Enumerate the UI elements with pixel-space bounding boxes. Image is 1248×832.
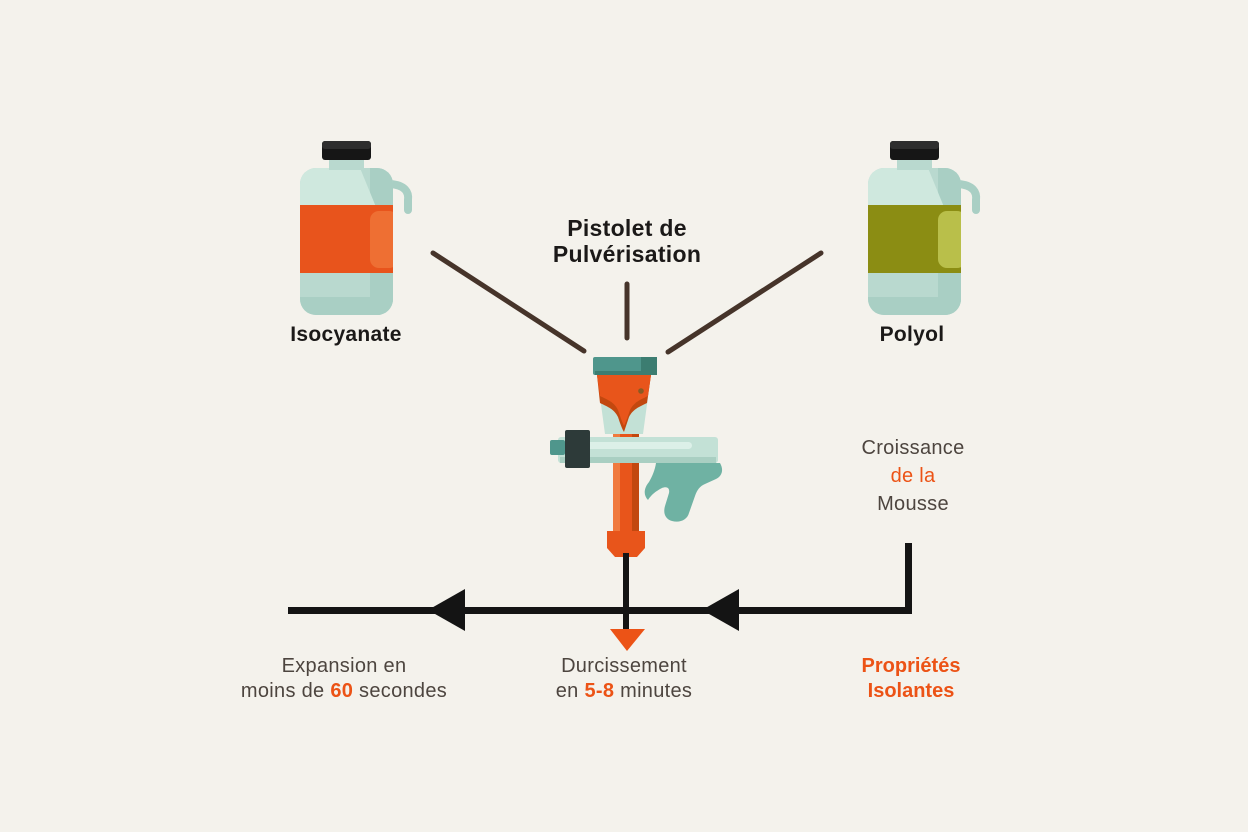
bottle-handle	[954, 180, 981, 214]
curing-value: 5-8	[584, 680, 615, 702]
gun-rod-shade	[632, 434, 639, 534]
gun-cap-shade	[641, 357, 657, 375]
bottle-bottom-shade	[868, 297, 961, 315]
connector-line-left	[430, 250, 587, 354]
insulation-line2: Isolantes	[867, 680, 955, 702]
gun-hopper-dot	[638, 388, 644, 394]
expansion-label: Expansion en moins de 60 secondes	[192, 654, 496, 704]
polyol-label: Polyol	[879, 323, 945, 346]
polyol-label-panel	[938, 211, 961, 268]
foam-growth-line3: Mousse	[877, 493, 949, 515]
curing-suffix: minutes	[614, 680, 693, 702]
curing-label: Durcissement en 5-8 minutes	[474, 654, 774, 704]
timeline-main-line	[288, 607, 912, 614]
foam-growth-elbow-line	[905, 543, 912, 614]
expansion-value: 60	[330, 680, 354, 702]
spray-gun-icon	[550, 357, 723, 557]
bottle-cap-gloss	[322, 141, 371, 149]
timeline-arrowhead-mid	[702, 589, 739, 631]
polyol-bottle-icon	[868, 141, 981, 315]
isocyanate-label-panel	[370, 211, 393, 268]
bottle-highlight	[868, 168, 944, 207]
foam-growth-line1: Croissance	[861, 437, 965, 459]
expansion-suffix: secondes	[353, 680, 448, 702]
bottle-highlight	[300, 168, 376, 207]
gun-barrel-shade	[560, 457, 716, 463]
isocyanate-label: Isocyanate	[290, 323, 402, 346]
gun-grip	[644, 463, 723, 522]
bottle-bottom-shade	[300, 297, 393, 315]
curing-prefix: en	[555, 680, 585, 702]
gun-title-line1: Pistolet de	[567, 215, 687, 241]
gun-nozzle	[565, 430, 590, 468]
foam-growth-line2: de la	[890, 465, 936, 487]
gun-title-line2: Pulvérisation	[552, 241, 702, 267]
curing-line1: Durcissement	[561, 655, 687, 677]
gun-rod-tip	[607, 531, 645, 557]
insulation-label: Propriétés Isolantes	[811, 654, 1011, 704]
bottle-cap-gloss	[890, 141, 939, 149]
gun-cap-edge	[595, 371, 655, 375]
connector-lines	[430, 250, 824, 355]
gun-hopper	[597, 375, 651, 426]
foam-growth-label: Croissance de la Mousse	[813, 434, 1013, 518]
expansion-line1: Expansion en	[281, 655, 407, 677]
timeline-arrow	[288, 543, 912, 651]
expansion-line2: moins de 60 secondes	[192, 679, 496, 704]
gun-title: Pistolet de Pulvérisation	[497, 215, 757, 267]
isocyanate-bottle-icon	[300, 141, 413, 315]
insulation-line1: Propriétés	[861, 655, 961, 677]
gun-stem-line	[623, 553, 629, 632]
curing-drop-marker	[610, 629, 645, 651]
bottle-handle	[386, 180, 413, 214]
curing-line2: en 5-8 minutes	[474, 679, 774, 704]
connector-line-right	[665, 250, 824, 355]
gun-nozzle-tab	[550, 440, 565, 455]
gun-rod-highlight	[613, 434, 620, 534]
expansion-prefix: moins de	[240, 680, 331, 702]
gun-barrel-highlight	[584, 442, 692, 449]
timeline-arrowhead-left	[428, 589, 465, 631]
